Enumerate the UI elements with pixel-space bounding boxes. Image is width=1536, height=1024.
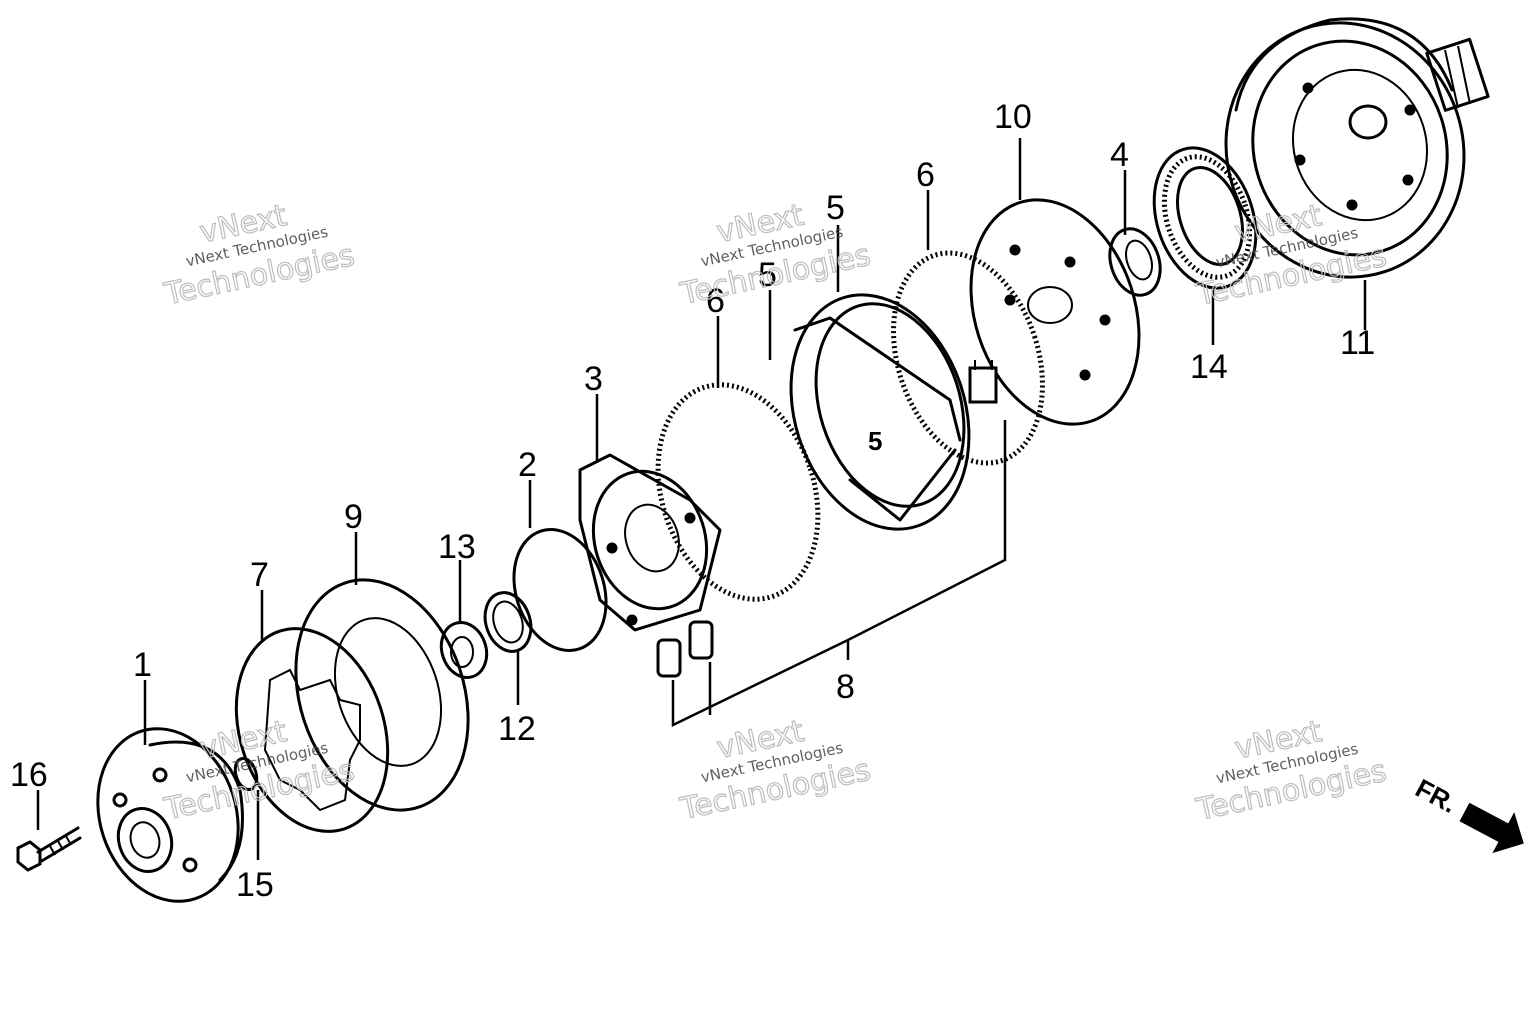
watermark-top-left: vNext vNext Technologies Technologies xyxy=(160,198,358,314)
leader-lines xyxy=(36,138,1367,860)
part-9-cover-plate xyxy=(294,578,470,812)
watermark-top-center: vNext vNext Technologies Technologies xyxy=(676,197,874,313)
callout-7: 7 xyxy=(250,556,269,594)
part-2-snap-ring xyxy=(512,527,608,653)
front-label: FR. xyxy=(1411,773,1462,819)
part-6-lower-spring xyxy=(655,382,821,602)
callout-13: 13 xyxy=(438,528,476,566)
part-8-pins xyxy=(656,620,714,678)
callout-6-upper: 6 xyxy=(916,156,935,194)
callout-5-mid: 5 xyxy=(758,256,777,294)
callout-5-top: 5 xyxy=(826,189,845,227)
part-11-clutch-drum xyxy=(1224,17,1490,279)
part-10-drive-plate xyxy=(969,198,1141,426)
callout-6-lower: 6 xyxy=(706,282,725,320)
callout-5-shoe: 5 xyxy=(868,426,882,456)
callout-15: 15 xyxy=(236,866,274,904)
callout-labels: 1 2 3 4 5 5 5 6 6 7 8 9 10 11 12 13 14 1… xyxy=(10,98,1375,904)
part-3-clutch-plate xyxy=(578,453,722,632)
callout-8: 8 xyxy=(836,668,855,706)
callout-14: 14 xyxy=(1190,348,1228,386)
watermark-bottom-right: vNext vNext Technologies Technologies xyxy=(1192,713,1390,828)
watermark-bottom-left: vNext vNext Technologies Technologies xyxy=(160,713,358,828)
watermark-bottom-center: vNext vNext Technologies Technologies xyxy=(676,713,874,828)
part-16-bolt xyxy=(16,826,82,872)
part-5-clutch-shoes xyxy=(789,293,998,531)
callout-16: 16 xyxy=(10,756,48,794)
callout-3: 3 xyxy=(584,360,603,398)
callout-4: 4 xyxy=(1110,136,1129,174)
part-1-clutch-cover xyxy=(96,727,244,903)
part-15-o-ring xyxy=(233,756,259,792)
watermark-top-right: vNext vNext Technologies Technologies xyxy=(1192,198,1390,314)
callout-10: 10 xyxy=(994,98,1032,136)
part-13-nut xyxy=(439,621,489,679)
part-6-upper-spring xyxy=(891,250,1045,466)
callout-12: 12 xyxy=(498,710,536,748)
callout-2: 2 xyxy=(518,446,537,484)
front-direction-arrow: FR. xyxy=(1411,773,1524,854)
part-7-gasket xyxy=(234,627,390,833)
callout-1: 1 xyxy=(133,646,152,684)
callout-11: 11 xyxy=(1340,324,1375,362)
callout-9: 9 xyxy=(344,498,363,536)
